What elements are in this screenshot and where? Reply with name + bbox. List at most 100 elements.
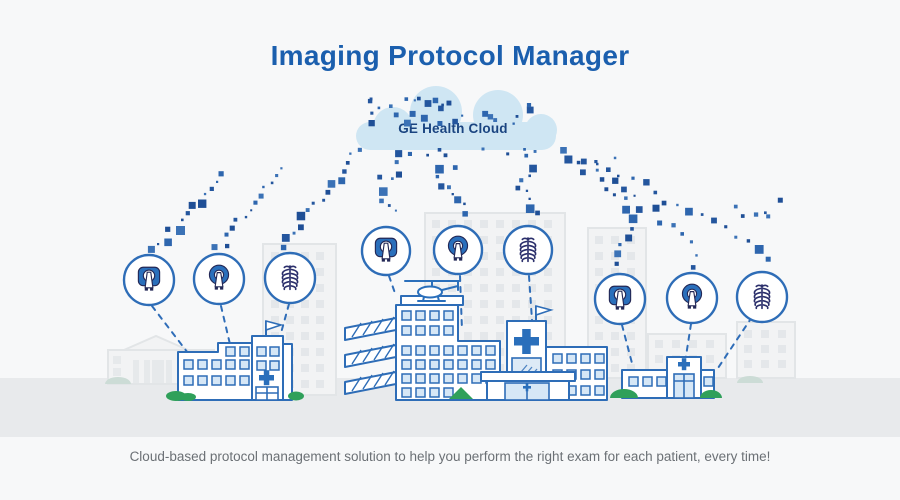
- site-center-devices: [360, 224, 554, 277]
- window: [415, 310, 426, 321]
- window: [271, 300, 279, 308]
- data-pixel: [395, 171, 402, 178]
- window: [544, 284, 552, 292]
- window: [239, 375, 250, 386]
- dash-line: [621, 324, 634, 368]
- data-pixel: [753, 212, 759, 217]
- window: [316, 348, 324, 356]
- site-right-devices: [593, 270, 789, 326]
- window: [316, 300, 324, 308]
- data-pixel: [653, 190, 658, 195]
- cloud-shape: [356, 86, 557, 150]
- window: [655, 340, 663, 348]
- data-pixel: [635, 206, 643, 213]
- window: [744, 360, 752, 368]
- data-pixel: [523, 148, 526, 151]
- window: [301, 316, 309, 324]
- data-pixel: [438, 105, 444, 112]
- window: [211, 359, 222, 370]
- data-pixel: [377, 106, 381, 110]
- window: [744, 330, 752, 338]
- data-pixel: [685, 207, 693, 216]
- data-pixel: [764, 211, 767, 215]
- chest-xray-icon: [735, 270, 789, 324]
- window: [594, 385, 605, 396]
- bush: [449, 387, 473, 399]
- window: [415, 359, 426, 370]
- data-pixel: [740, 214, 745, 218]
- window: [672, 340, 680, 348]
- window: [485, 359, 496, 370]
- medical-cross-icon: [514, 329, 539, 354]
- window: [316, 316, 324, 324]
- data-pixel: [305, 208, 310, 212]
- window: [689, 340, 697, 348]
- window: [316, 332, 324, 340]
- window: [256, 360, 267, 371]
- data-pixel: [695, 254, 698, 257]
- window: [480, 268, 488, 276]
- dash-line: [715, 316, 753, 372]
- window: [512, 284, 520, 292]
- data-pixel: [404, 119, 411, 127]
- data-pixel: [614, 261, 619, 266]
- data-pixel: [218, 171, 224, 177]
- window: [443, 310, 454, 321]
- dash-line: [528, 275, 533, 321]
- window: [464, 316, 472, 324]
- data-pixel: [580, 158, 587, 165]
- data-pixel: [370, 111, 374, 115]
- window: [471, 359, 482, 370]
- window: [480, 220, 488, 228]
- data-pixel: [746, 239, 751, 243]
- windows: [183, 346, 280, 386]
- window: [316, 284, 324, 292]
- dash-line: [151, 305, 192, 358]
- window: [429, 345, 440, 356]
- data-pixel: [643, 179, 650, 186]
- data-pixel: [506, 152, 510, 156]
- window: [415, 387, 426, 398]
- data-pixel: [625, 234, 633, 242]
- window: [443, 387, 454, 398]
- window: [269, 346, 280, 357]
- window: [485, 345, 496, 356]
- window: [271, 252, 279, 260]
- site-left-devices: [122, 251, 317, 307]
- window: [528, 300, 536, 308]
- data-pixel: [576, 160, 581, 165]
- data-pixel: [280, 244, 287, 251]
- data-pixel: [454, 196, 462, 204]
- data-pixel: [724, 225, 728, 229]
- data-pixel: [560, 147, 567, 154]
- window: [301, 252, 309, 260]
- data-pixel: [630, 227, 634, 231]
- window: [443, 373, 454, 384]
- data-pixel: [519, 178, 524, 183]
- window: [401, 345, 412, 356]
- data-pixel: [417, 96, 421, 101]
- window: [301, 332, 309, 340]
- data-pixel: [250, 209, 253, 212]
- data-pixel: [564, 155, 573, 164]
- window: [464, 300, 472, 308]
- data-pixel: [690, 265, 696, 270]
- data-pixel: [395, 150, 403, 158]
- data-pixel: [164, 238, 172, 247]
- data-pixel: [671, 223, 676, 228]
- window: [655, 355, 663, 363]
- chest-xray-icon: [502, 224, 554, 276]
- data-pixel: [700, 213, 704, 216]
- flag-icon: [265, 319, 284, 332]
- data-pixel: [258, 193, 264, 199]
- window: [496, 300, 504, 308]
- data-pixel: [652, 204, 660, 212]
- window: [594, 353, 605, 364]
- window: [611, 268, 619, 276]
- window: [706, 340, 714, 348]
- parking-garage: [344, 316, 397, 395]
- data-pixel: [280, 167, 283, 170]
- window: [496, 316, 504, 324]
- data-pixel: [452, 165, 458, 170]
- windows: [401, 310, 496, 398]
